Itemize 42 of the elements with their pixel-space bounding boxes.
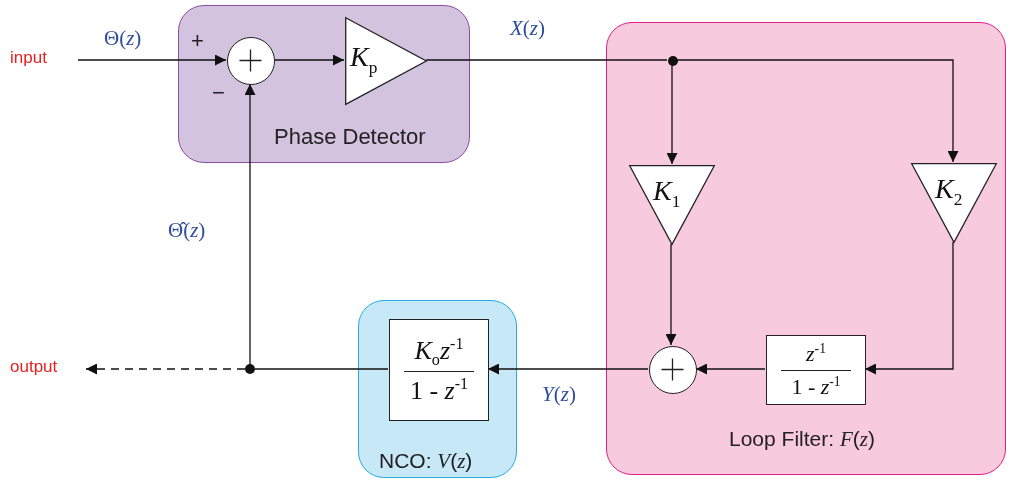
arrow xyxy=(273,54,345,66)
panel-title: NCO: V(z) xyxy=(379,449,473,474)
panel-title: Phase Detector xyxy=(274,124,426,150)
arrow xyxy=(665,243,677,346)
gain-triangle xyxy=(629,165,715,245)
branch-point xyxy=(245,364,255,374)
loop-filter-panel xyxy=(606,22,1006,475)
signal-name: input xyxy=(10,48,47,67)
signal-line xyxy=(254,368,389,370)
gain-label: K$_{1}$ xyxy=(653,175,681,212)
gain-label: K$_{p}$ xyxy=(350,41,378,78)
arrow xyxy=(676,59,959,163)
arrow xyxy=(244,83,256,365)
arrow xyxy=(77,54,227,66)
gain-triangle xyxy=(345,17,427,105)
branch-point xyxy=(668,56,678,66)
numerator: z$^{-1}$ xyxy=(806,341,826,367)
sign-label: − xyxy=(212,82,225,104)
phase-detector-panel xyxy=(178,5,470,163)
transfer-function-box xyxy=(389,319,489,421)
gain-triangle xyxy=(911,163,997,243)
edge-label: Θ̂(z) xyxy=(168,218,206,243)
arrow xyxy=(864,241,954,375)
gain-label: K$_{2}$ xyxy=(935,173,963,210)
denominator: 1 - z$^{-1}$ xyxy=(791,373,841,399)
arrow xyxy=(666,64,678,165)
panel-title: Loop Filter: F(z) xyxy=(729,427,875,452)
summing-junction xyxy=(649,346,697,394)
nco-panel xyxy=(358,300,517,478)
dashed-arrow xyxy=(85,363,246,375)
edge-label: X(z) xyxy=(510,16,545,41)
edge-label: Y(z) xyxy=(542,382,576,407)
summing-junction xyxy=(227,37,275,85)
denominator: 1 - z$^{-1}$ xyxy=(409,375,469,406)
edge-label: Θ(z) xyxy=(104,26,142,51)
arrow xyxy=(487,363,649,375)
arrow xyxy=(695,363,766,375)
signal-name: output xyxy=(10,357,58,376)
numerator: K$_{o}$z$^{-1}$ xyxy=(414,334,464,369)
sign-label: + xyxy=(191,30,204,52)
transfer-function-box xyxy=(766,335,866,405)
signal-line xyxy=(425,59,668,61)
